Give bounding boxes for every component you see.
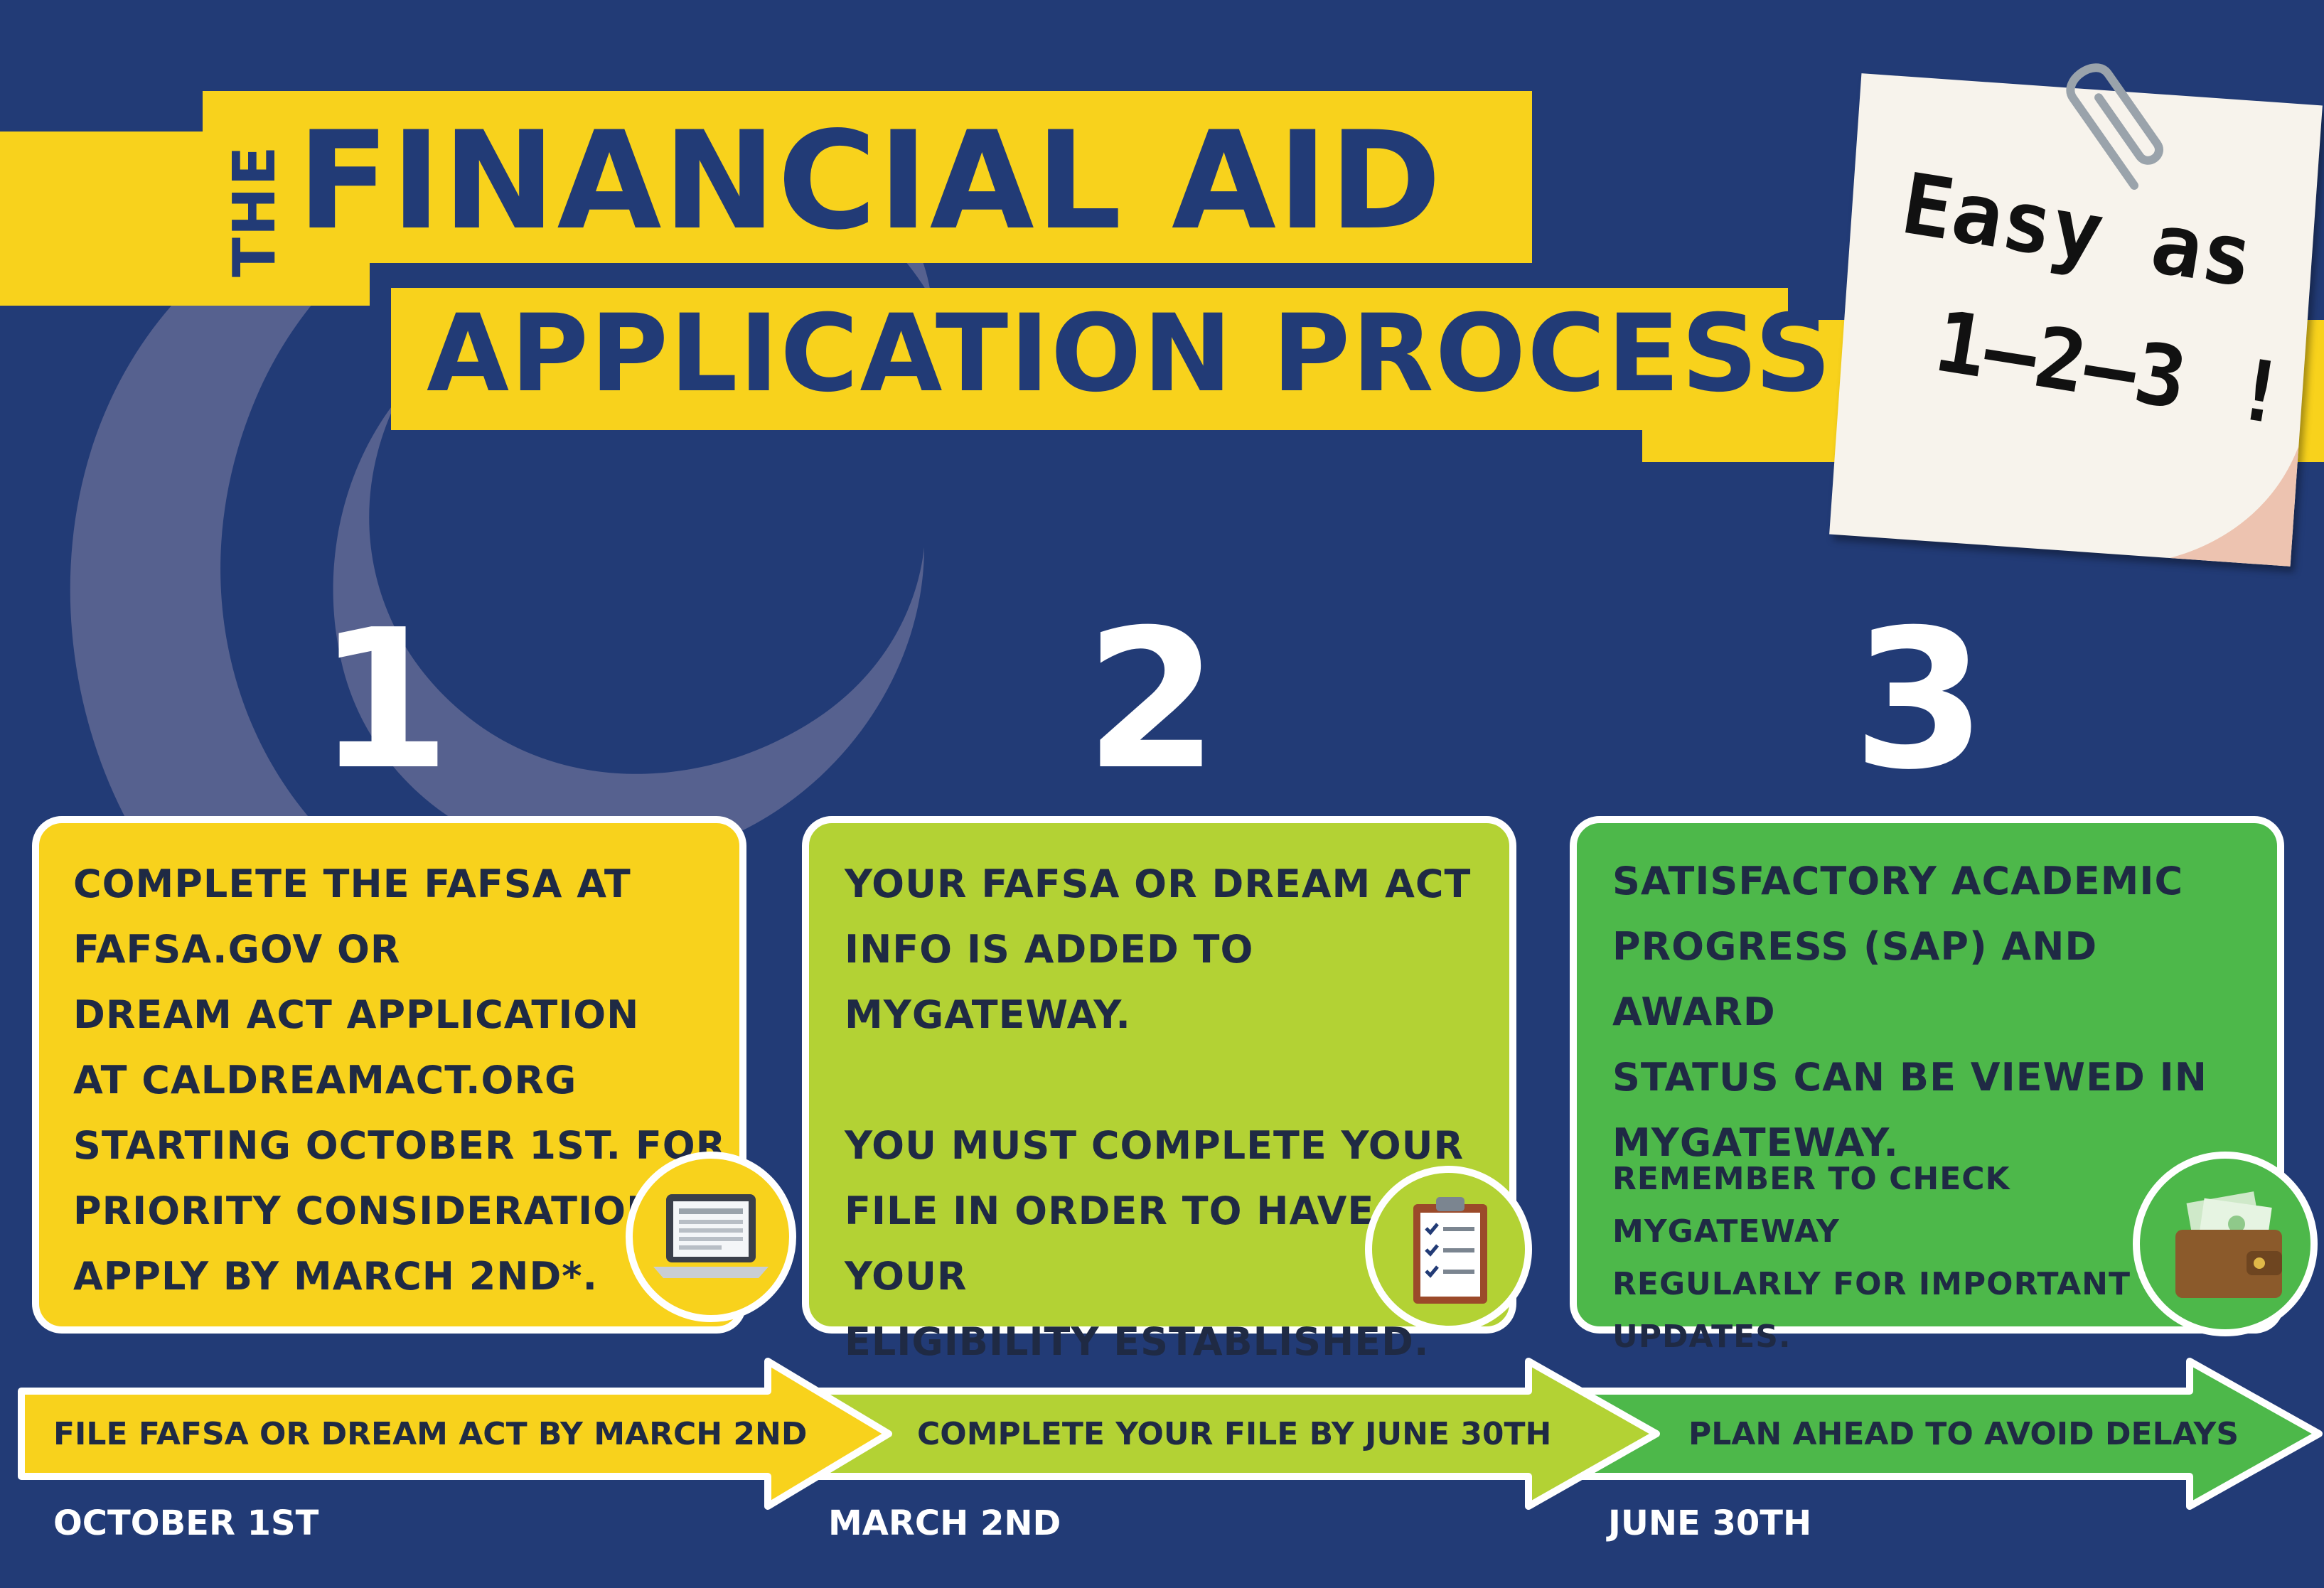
timeline-arrow-graphic [18, 1358, 2323, 1510]
title-band-top [203, 91, 1532, 263]
step-text-3: SATISFACTORY ACADEMIC PROGRESS (SAP) AND… [1612, 859, 2207, 1165]
step-text-2: YOUR FAFSA OR DREAM ACT INFO IS ADDED TO… [845, 862, 1472, 1364]
timeline-date-1: OCTOBER 1ST [53, 1503, 319, 1543]
timeline-date-3: JUNE 30TH [1608, 1503, 1812, 1543]
paperclip-icon [2066, 63, 2163, 190]
title-band-bottom [391, 288, 1788, 430]
title-line1: FINANCIAL AID [297, 102, 1443, 259]
note-line2: 1–2–3 ! [1928, 291, 2293, 444]
step-icon-circle-1 [626, 1152, 796, 1322]
clipboard-checklist-icon [1413, 1197, 1487, 1304]
timeline-arrow-label-1: FILE FAFSA OR DREAM ACT BY MARCH 2ND [53, 1416, 808, 1452]
sticky-note: Easy as 1–2–3 ! [1829, 73, 2323, 567]
timeline-date-2: MARCH 2ND [828, 1503, 1061, 1543]
page-curl-graphic [2169, 446, 2299, 567]
step-text-1: COMPLETE THE FAFSA AT FAFSA.GOV OR DREAM… [73, 862, 727, 1299]
step-number-1: 1 [317, 588, 451, 812]
step-number-2: 2 [1085, 588, 1219, 812]
step-note-3: REMEMBER TO CHECK MYGATEWAY REGULARLY FO… [1612, 1161, 2131, 1355]
wallet-money-icon [2175, 1191, 2282, 1298]
timeline-arrow-label-3: PLAN AHEAD TO AVOID DELAYS [1688, 1416, 2239, 1452]
title-line2: APPLICATION PROCESS [427, 292, 1833, 416]
note-line1: Easy as [1895, 154, 2260, 306]
step-number-3: 3 [1853, 588, 1986, 812]
timeline-arrow-label-2: COMPLETE YOUR FILE BY JUNE 30TH [917, 1416, 1552, 1452]
step-icon-circle-3 [2133, 1152, 2318, 1336]
step-icon-circle-2 [1365, 1166, 1532, 1333]
title-the: THE [221, 144, 289, 277]
laptop-icon [653, 1194, 769, 1278]
